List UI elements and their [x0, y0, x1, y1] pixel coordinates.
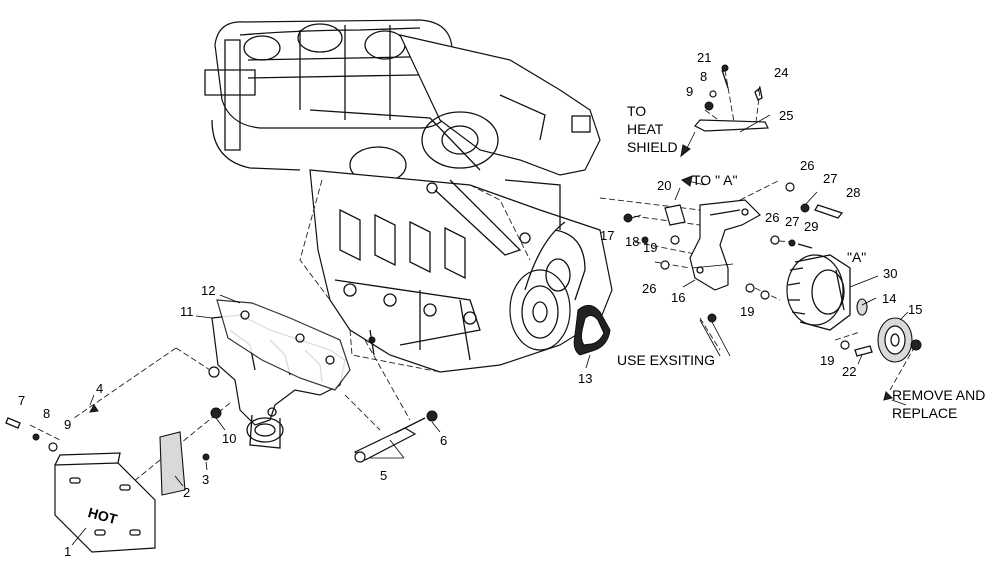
callout-14: 14: [882, 291, 896, 306]
left-fasteners: [5, 417, 210, 461]
callout-4: 4: [96, 381, 103, 396]
callout-19a: 19: [643, 240, 657, 255]
callout-19b: 19: [740, 304, 754, 319]
callout-15: 15: [908, 302, 922, 317]
callout-11: 11: [180, 304, 194, 319]
callout-26b: 26: [765, 210, 779, 225]
view-a-label: "A": [847, 249, 866, 265]
callout-1: 1: [64, 544, 71, 559]
heat-shield-note-line3: SHIELD: [627, 139, 678, 155]
callout-3: 3: [202, 472, 209, 487]
bracket-hardware: [623, 182, 873, 357]
to-a-note: TO " A": [692, 172, 738, 188]
hot-warning-plate: HOT: [54, 452, 156, 553]
heat-shield-note-line1: TO: [627, 103, 646, 119]
use-existing-note: USE EXSITING: [617, 352, 715, 368]
callout-9a: 9: [64, 417, 71, 432]
annotation-notes: TO HEAT SHIELD TO " A" "A" USE EXSITING …: [617, 103, 985, 421]
callout-7: 7: [18, 393, 25, 408]
heat-shield-note-line2: HEAT: [627, 121, 664, 137]
callout-labels: 1 2 3 4 5 6 7 8 9 10 11 12 13 14 15 16 1…: [18, 50, 922, 559]
callout-24: 24: [774, 65, 788, 80]
shield-bracket: [159, 431, 186, 496]
callout-16: 16: [671, 290, 685, 305]
callout-20: 20: [657, 178, 671, 193]
callout-9b: 9: [686, 84, 693, 99]
oxygen-sensor: [353, 410, 438, 463]
hot-plate-text: HOT: [86, 504, 119, 527]
drive-belt: [573, 305, 611, 356]
callout-18: 18: [625, 234, 639, 249]
callout-21: 21: [697, 50, 711, 65]
callout-29: 29: [804, 219, 818, 234]
alternator-pulley: [877, 317, 922, 363]
callout-25: 25: [779, 108, 793, 123]
callout-19c: 19: [820, 353, 834, 368]
callout-26a: 26: [800, 158, 814, 173]
heat-shield-strap: [694, 64, 769, 132]
remove-replace-note-line2: REPLACE: [892, 405, 957, 421]
callout-27b: 27: [785, 214, 799, 229]
callout-6: 6: [440, 433, 447, 448]
alternator: [786, 254, 868, 331]
callout-28: 28: [846, 185, 860, 200]
callout-30: 30: [883, 266, 897, 281]
alternator-bracket: [664, 199, 761, 291]
callout-2: 2: [183, 485, 190, 500]
callout-27a: 27: [823, 171, 837, 186]
callout-10: 10: [222, 431, 236, 446]
leader-lines: [71, 67, 909, 546]
callout-26c: 26: [642, 281, 656, 296]
engine-assembly: [204, 19, 613, 373]
callout-12: 12: [201, 283, 215, 298]
remove-replace-note-line1: REMOVE AND: [892, 387, 985, 403]
callout-8a: 8: [43, 406, 50, 421]
callout-17: 17: [600, 228, 614, 243]
callout-22: 22: [842, 364, 856, 379]
callout-13: 13: [578, 371, 592, 386]
exhaust-manifold-group: [208, 299, 351, 449]
callout-5: 5: [380, 468, 387, 483]
callout-8b: 8: [700, 69, 707, 84]
